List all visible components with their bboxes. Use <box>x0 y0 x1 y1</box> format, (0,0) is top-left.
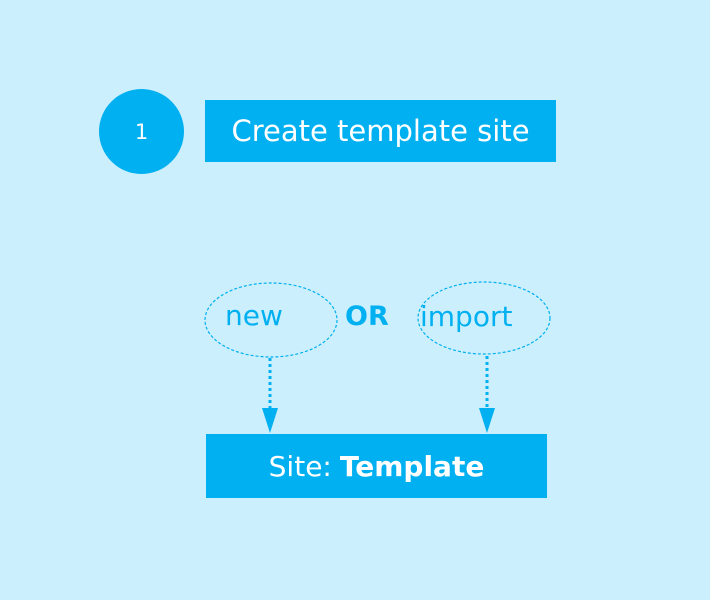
new-option-label: new <box>225 299 283 332</box>
site-box: Site: Template <box>206 434 547 498</box>
step-number-badge: 1 <box>99 89 184 174</box>
new-option-ellipse <box>204 282 338 358</box>
site-name: Template <box>339 449 485 483</box>
step-number: 1 <box>134 119 149 144</box>
new-arrow-head <box>262 408 278 433</box>
import-option-ellipse <box>417 281 551 355</box>
step-title-box: Create template site <box>205 100 556 162</box>
import-arrow-head <box>479 408 495 433</box>
import-option-label: import <box>420 300 513 333</box>
site-prefix: Site: <box>268 449 332 483</box>
step-title: Create template site <box>231 114 530 148</box>
or-label: OR <box>345 301 389 332</box>
